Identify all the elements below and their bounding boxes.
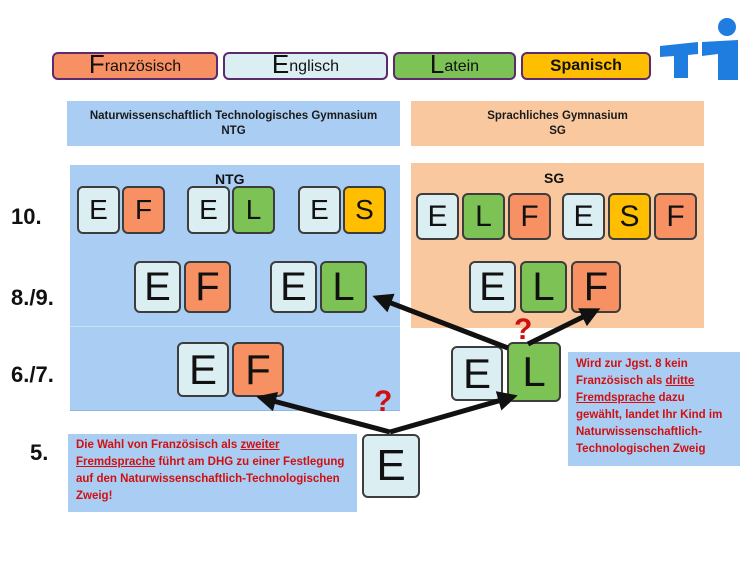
tile-spanisch: S: [343, 186, 386, 234]
panel-sg-title: SG: [544, 170, 565, 186]
legend-letter: L: [429, 49, 445, 79]
question-mark-grade-8: ?: [514, 313, 533, 346]
tile-latein: L: [507, 342, 561, 402]
grade-label-10: 10.: [11, 204, 42, 229]
school-logo-icon: [660, 18, 738, 80]
legend-label: panisch: [561, 57, 622, 74]
tile-englisch: E: [562, 193, 605, 240]
tile-englisch: E: [134, 261, 181, 313]
header-sg-line2: SG: [549, 124, 566, 137]
tile-spanisch: S: [608, 193, 651, 240]
tile-franzoesisch: F: [571, 261, 621, 313]
note-french-third-language: Wird zur Jgst. 8 kein Französisch als dr…: [568, 352, 740, 466]
note-left-text1: Die Wahl von Französisch als: [76, 439, 241, 451]
header-ntg: Naturwissenschaftlich Technologisches Gy…: [67, 101, 400, 146]
tile-englisch: E: [77, 186, 120, 234]
note-right-text1: Wird zur Jgst. 8 kein Französisch als: [576, 358, 688, 387]
tile-franzoesisch: F: [508, 193, 551, 240]
note-right-underline2: Fremdsprache: [576, 392, 656, 404]
tile-latein: L: [232, 186, 275, 234]
header-sg: Sprachliches Gymnasium SG: [411, 101, 704, 146]
arrow-to-sg-elf: [526, 308, 601, 347]
panel-ntg-title: NTG: [215, 171, 245, 187]
header-ntg-line2: NTG: [221, 124, 246, 137]
grade-label-6-7: 6./7.: [11, 362, 54, 387]
tile-franzoesisch: F: [184, 261, 231, 313]
tile-latein: L: [320, 261, 367, 313]
header-ntg-line1: Naturwissenschaftlich Technologisches Gy…: [89, 109, 378, 122]
tile-englisch: E: [298, 186, 341, 234]
tile-englisch: E: [451, 346, 503, 401]
tile-franzoesisch: F: [654, 193, 697, 240]
tile-englisch: E: [187, 186, 230, 234]
tile-englisch-start: E: [362, 434, 420, 498]
tile-latein: L: [462, 193, 505, 240]
note-left-underline2: Fremdsprache: [76, 456, 156, 468]
tile-englisch: E: [177, 342, 229, 397]
panel-ntg-divider: [70, 326, 400, 327]
tile-englisch: E: [469, 261, 516, 313]
tile-englisch: E: [270, 261, 317, 313]
legend-label: atein: [444, 58, 480, 75]
note-left-underline1: zweiter: [240, 439, 280, 451]
legend-letter: E: [271, 49, 290, 79]
tile-englisch: E: [416, 193, 459, 240]
tile-latein: L: [520, 261, 567, 313]
question-mark-grade-5: ?: [374, 385, 393, 418]
note-french-second-language: Die Wahl von Französisch als zweiter Fre…: [68, 434, 357, 512]
grade-label-8-9: 8./9.: [11, 285, 54, 310]
arrow-to-ntg-6-7: [256, 391, 391, 435]
legend-label: ranzösisch: [104, 58, 182, 75]
note-right-text2: dazu gewählt, landet Ihr Kind im Naturwi…: [576, 392, 723, 455]
note-left-text2: führt am DHG zu einer Festlegung auf den…: [76, 456, 345, 502]
legend-label: nglisch: [289, 58, 340, 75]
legend-letter: S: [550, 56, 562, 75]
note-right-underline1: dritte: [665, 375, 695, 387]
tile-franzoesisch: F: [122, 186, 165, 234]
arrow-to-latin-6-7: [389, 391, 518, 435]
legend-letter: F: [88, 49, 105, 79]
arrow-to-ntg-el: [372, 293, 509, 351]
grade-label-5: 5.: [30, 440, 49, 465]
header-sg-line1: Sprachliches Gymnasium: [487, 109, 628, 122]
